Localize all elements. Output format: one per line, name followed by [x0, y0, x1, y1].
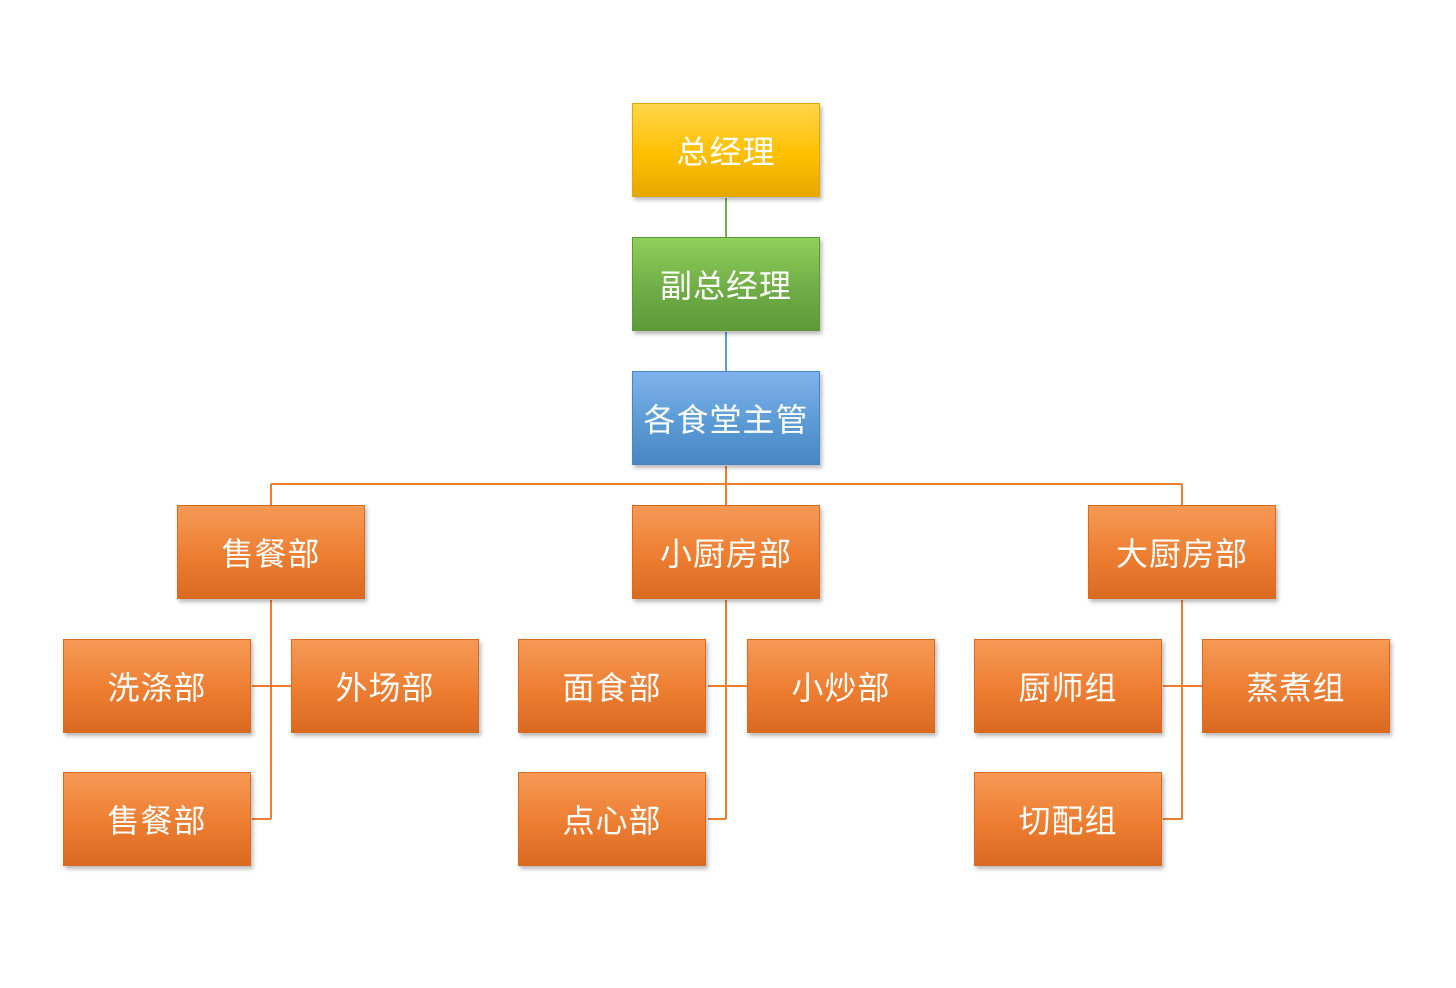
unit-box-dim-sum: 点心部 [518, 772, 706, 866]
department-box-small-kitchen: 小厨房部 [632, 505, 820, 599]
canteen-supervisors-box: 各食堂主管 [632, 371, 820, 465]
unit-box-chefs: 厨师组 [974, 639, 1162, 733]
unit-box-noodles: 面食部 [518, 639, 706, 733]
unit-box-front-of-house: 外场部 [291, 639, 479, 733]
department-label: 小厨房部 [659, 535, 792, 573]
unit-label: 外场部 [335, 669, 435, 707]
unit-label: 蒸煮组 [1246, 669, 1346, 707]
deputy-general-manager-label: 副总经理 [659, 267, 792, 305]
department-label: 售餐部 [221, 535, 321, 573]
department-box-sales: 售餐部 [177, 505, 365, 599]
unit-box-sales: 售餐部 [63, 772, 251, 866]
general-manager-box: 总经理 [632, 103, 820, 197]
connector-dept-3-units [1163, 600, 1202, 820]
general-manager-label: 总经理 [676, 133, 776, 171]
unit-label: 洗涤部 [107, 669, 207, 707]
unit-label: 售餐部 [107, 802, 207, 840]
unit-box-washing: 洗涤部 [63, 639, 251, 733]
unit-label: 点心部 [562, 802, 662, 840]
unit-label: 面食部 [562, 669, 662, 707]
unit-box-steaming: 蒸煮组 [1202, 639, 1390, 733]
department-label: 大厨房部 [1115, 535, 1248, 573]
unit-box-prep: 切配组 [974, 772, 1162, 866]
canteen-supervisors-label: 各食堂主管 [643, 401, 809, 439]
unit-label: 切配组 [1018, 802, 1118, 840]
unit-label: 厨师组 [1018, 669, 1118, 707]
unit-label: 小炒部 [791, 669, 891, 707]
deputy-general-manager-box: 副总经理 [632, 237, 820, 331]
connector-dept-2-units [708, 600, 747, 820]
connector-supervisors-departments [270, 466, 1183, 505]
connector-dept-1-units [252, 600, 291, 820]
department-box-large-kitchen: 大厨房部 [1088, 505, 1276, 599]
unit-box-stir-fry: 小炒部 [747, 639, 935, 733]
